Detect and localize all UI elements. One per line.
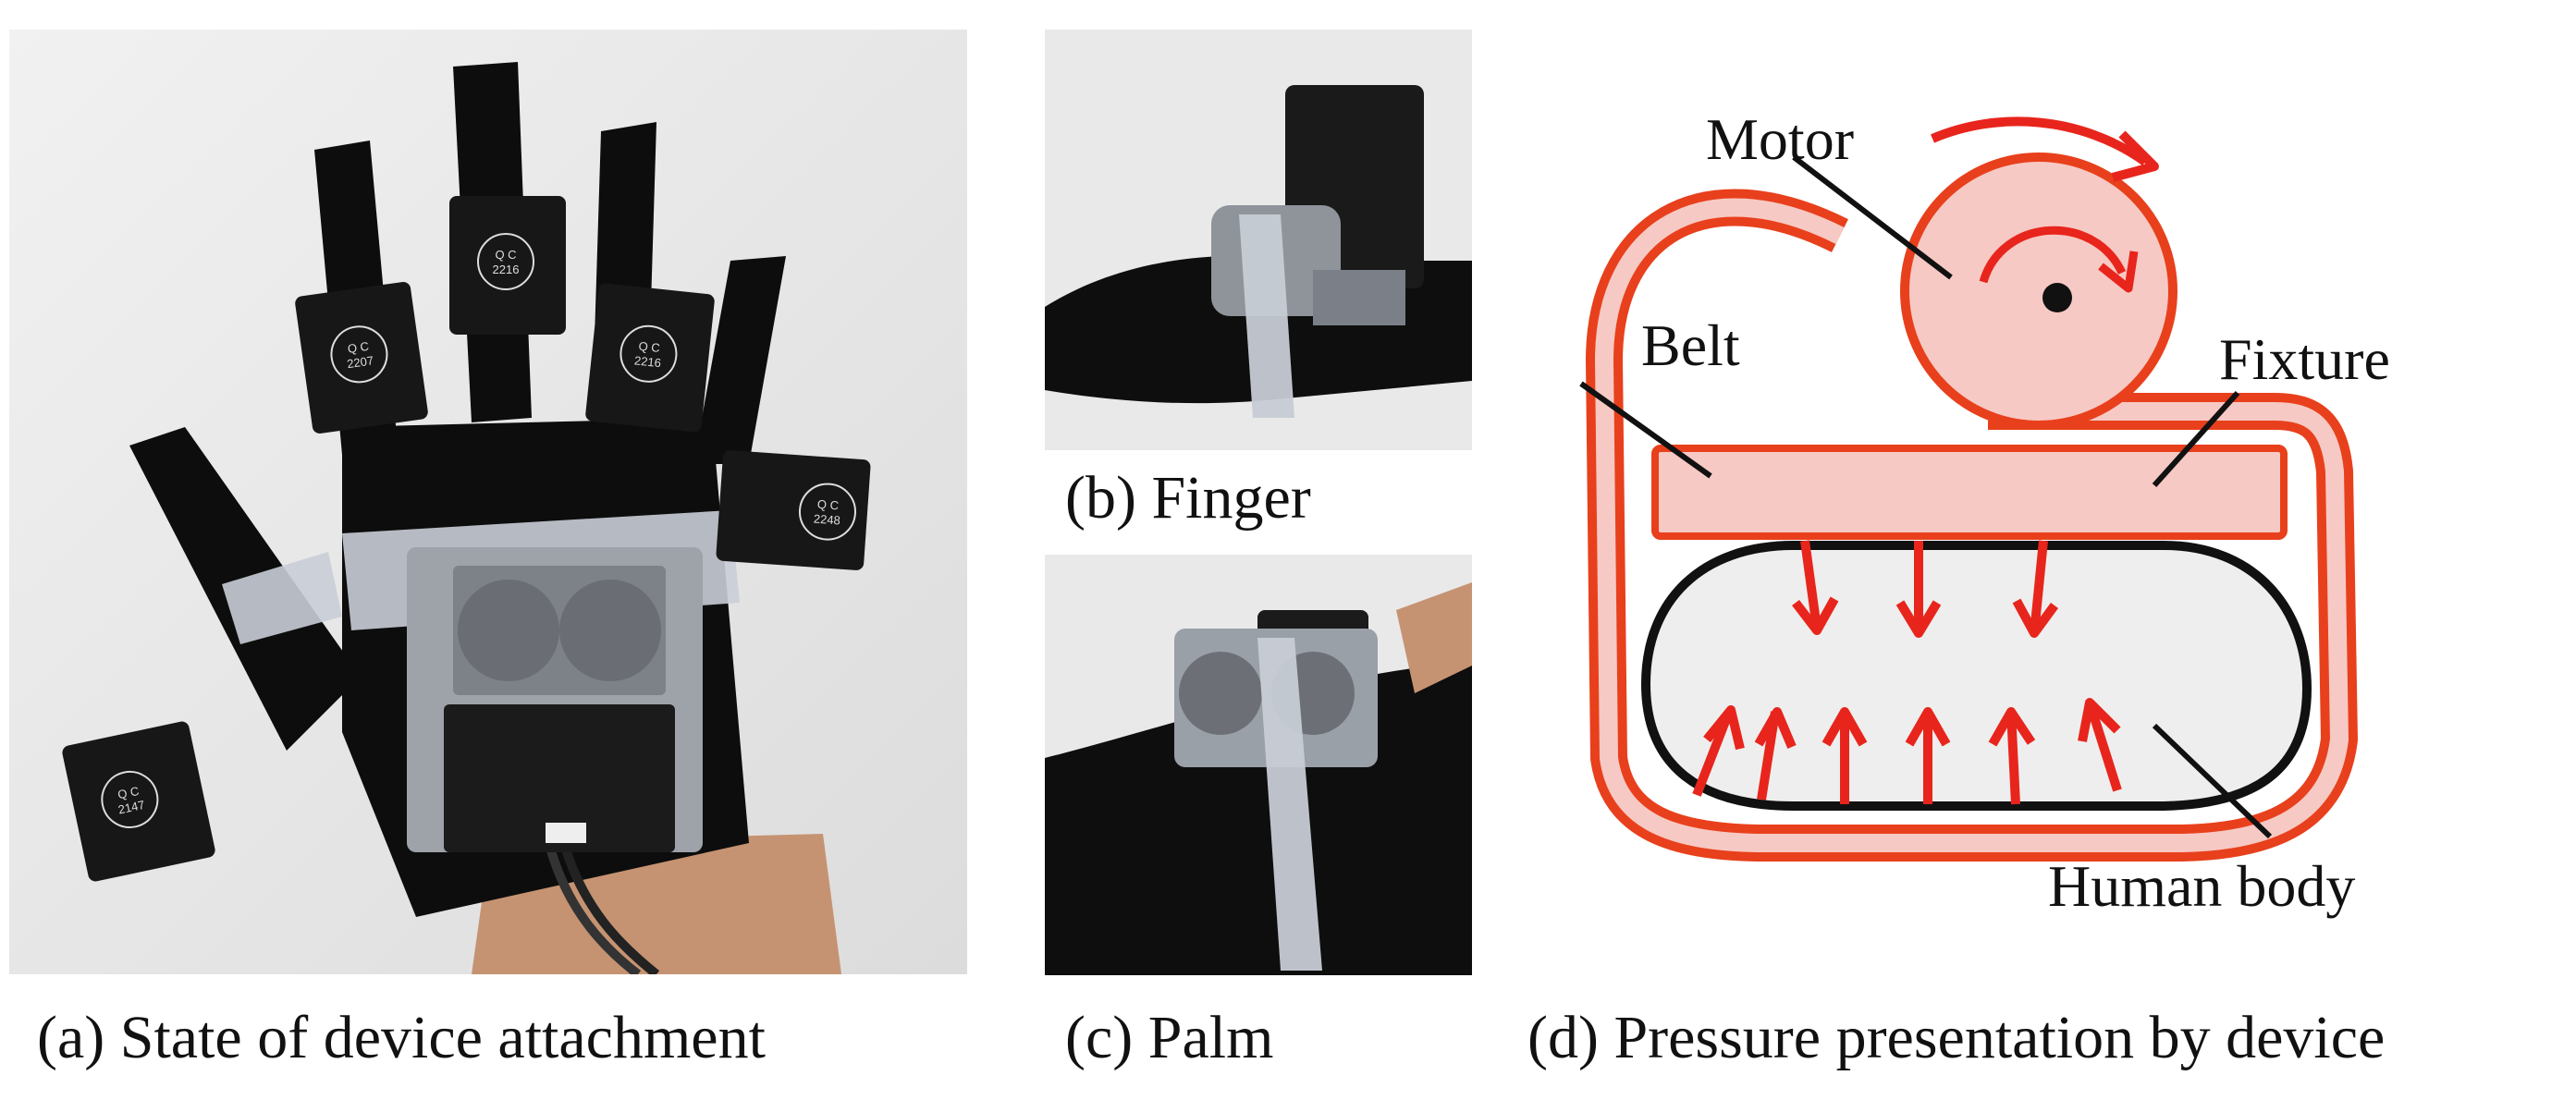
human-body (1640, 541, 2312, 811)
module-label: Q C 2207 (326, 322, 392, 387)
label-belt: Belt (1641, 312, 1740, 378)
motor-shaft (2042, 283, 2072, 312)
module-ring: Q C 2216 (584, 282, 716, 434)
module-label: Q C 2216 (477, 233, 534, 290)
belt-direction-arrow (1931, 116, 2148, 166)
caption-b: (b) Finger (1065, 464, 1311, 532)
module-middle: Q C 2216 (449, 196, 566, 335)
module-label-line1: Q C (495, 248, 517, 262)
caption-a: (a) State of device attachment (37, 1004, 766, 1071)
motor-rotation-arrow (1979, 226, 2127, 284)
photo-device-attachment: Q C 2207 Q C 2216 Q C 2216 Q C 2147 Q C … (9, 30, 967, 974)
caption-d: (d) Pressure presentation by device (1527, 1004, 2386, 1071)
pressure-arrows (1692, 540, 2122, 805)
label-fixture: Fixture (2219, 326, 2390, 392)
module-label: Q C 2248 (796, 481, 859, 543)
fixture (1651, 445, 2288, 540)
palm-illustration (1045, 555, 1472, 975)
label-human-body: Human body (2048, 853, 2355, 919)
caption-c: (c) Palm (1065, 1004, 1274, 1071)
module-index: Q C 2207 (294, 280, 429, 435)
photo-finger (1045, 30, 1472, 450)
module-label-line2: 2248 (813, 511, 841, 528)
leader-lines (1579, 154, 2273, 839)
module-label: Q C 2147 (95, 765, 165, 834)
module-label-line2: 2216 (492, 263, 520, 276)
pressure-diagram: Motor Belt Fixture Human body (1579, 106, 2390, 919)
motor (1900, 153, 2177, 430)
module-little: Q C 2248 (716, 449, 871, 571)
photo-palm (1045, 555, 1472, 975)
module-label: Q C 2216 (617, 322, 681, 385)
label-motor: Motor (1706, 106, 1854, 172)
finger-illustration (1045, 30, 1472, 450)
